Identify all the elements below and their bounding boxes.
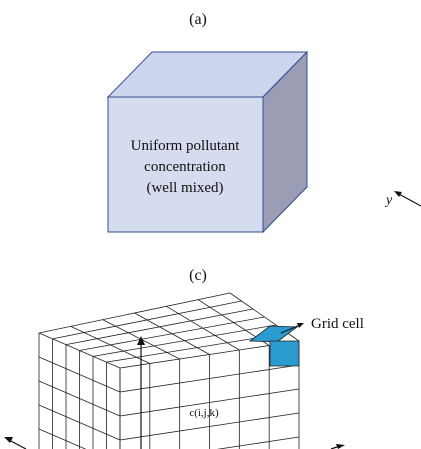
panel-c-label: (c) xyxy=(189,267,207,284)
grid-left-row xyxy=(38,404,121,441)
grid-top-line xyxy=(70,325,151,364)
cell-index-label: c(i,j,k) xyxy=(189,407,219,419)
z-axis-arrow xyxy=(137,336,145,449)
grid-left-row xyxy=(38,380,121,417)
grid-cell-callout-arrow xyxy=(280,323,304,334)
grid-cell-top xyxy=(248,325,299,343)
grid-top-line xyxy=(134,312,210,355)
y-axis-label: y xyxy=(384,193,393,208)
y-axis-arrow xyxy=(394,191,421,207)
panel-a-label: (a) xyxy=(189,11,207,28)
well-mixed-box: Uniform pollutant concentration (well mi… xyxy=(106,50,309,234)
grid-top-line xyxy=(166,305,240,351)
box-text-line-1: Uniform pollutant xyxy=(131,138,241,154)
grid-block xyxy=(38,292,300,449)
grid-front-row xyxy=(119,364,300,393)
bottom-right-arrow xyxy=(330,444,345,449)
grid-front-row xyxy=(119,412,300,441)
box-text-line-2: concentration xyxy=(144,159,226,175)
box-text-line-3: (well mixed) xyxy=(146,180,223,196)
grid-cell-callout-label: Grid cell xyxy=(311,316,364,332)
grid-cell-front xyxy=(269,340,300,367)
x-axis-arrow xyxy=(4,437,27,449)
highlighted-grid-cell xyxy=(248,325,300,367)
grid-front-row xyxy=(216,436,300,449)
grid-front-row xyxy=(119,388,300,417)
box-front-face xyxy=(107,96,264,233)
grid-left-row xyxy=(38,428,87,449)
grid-left-row xyxy=(38,356,121,393)
